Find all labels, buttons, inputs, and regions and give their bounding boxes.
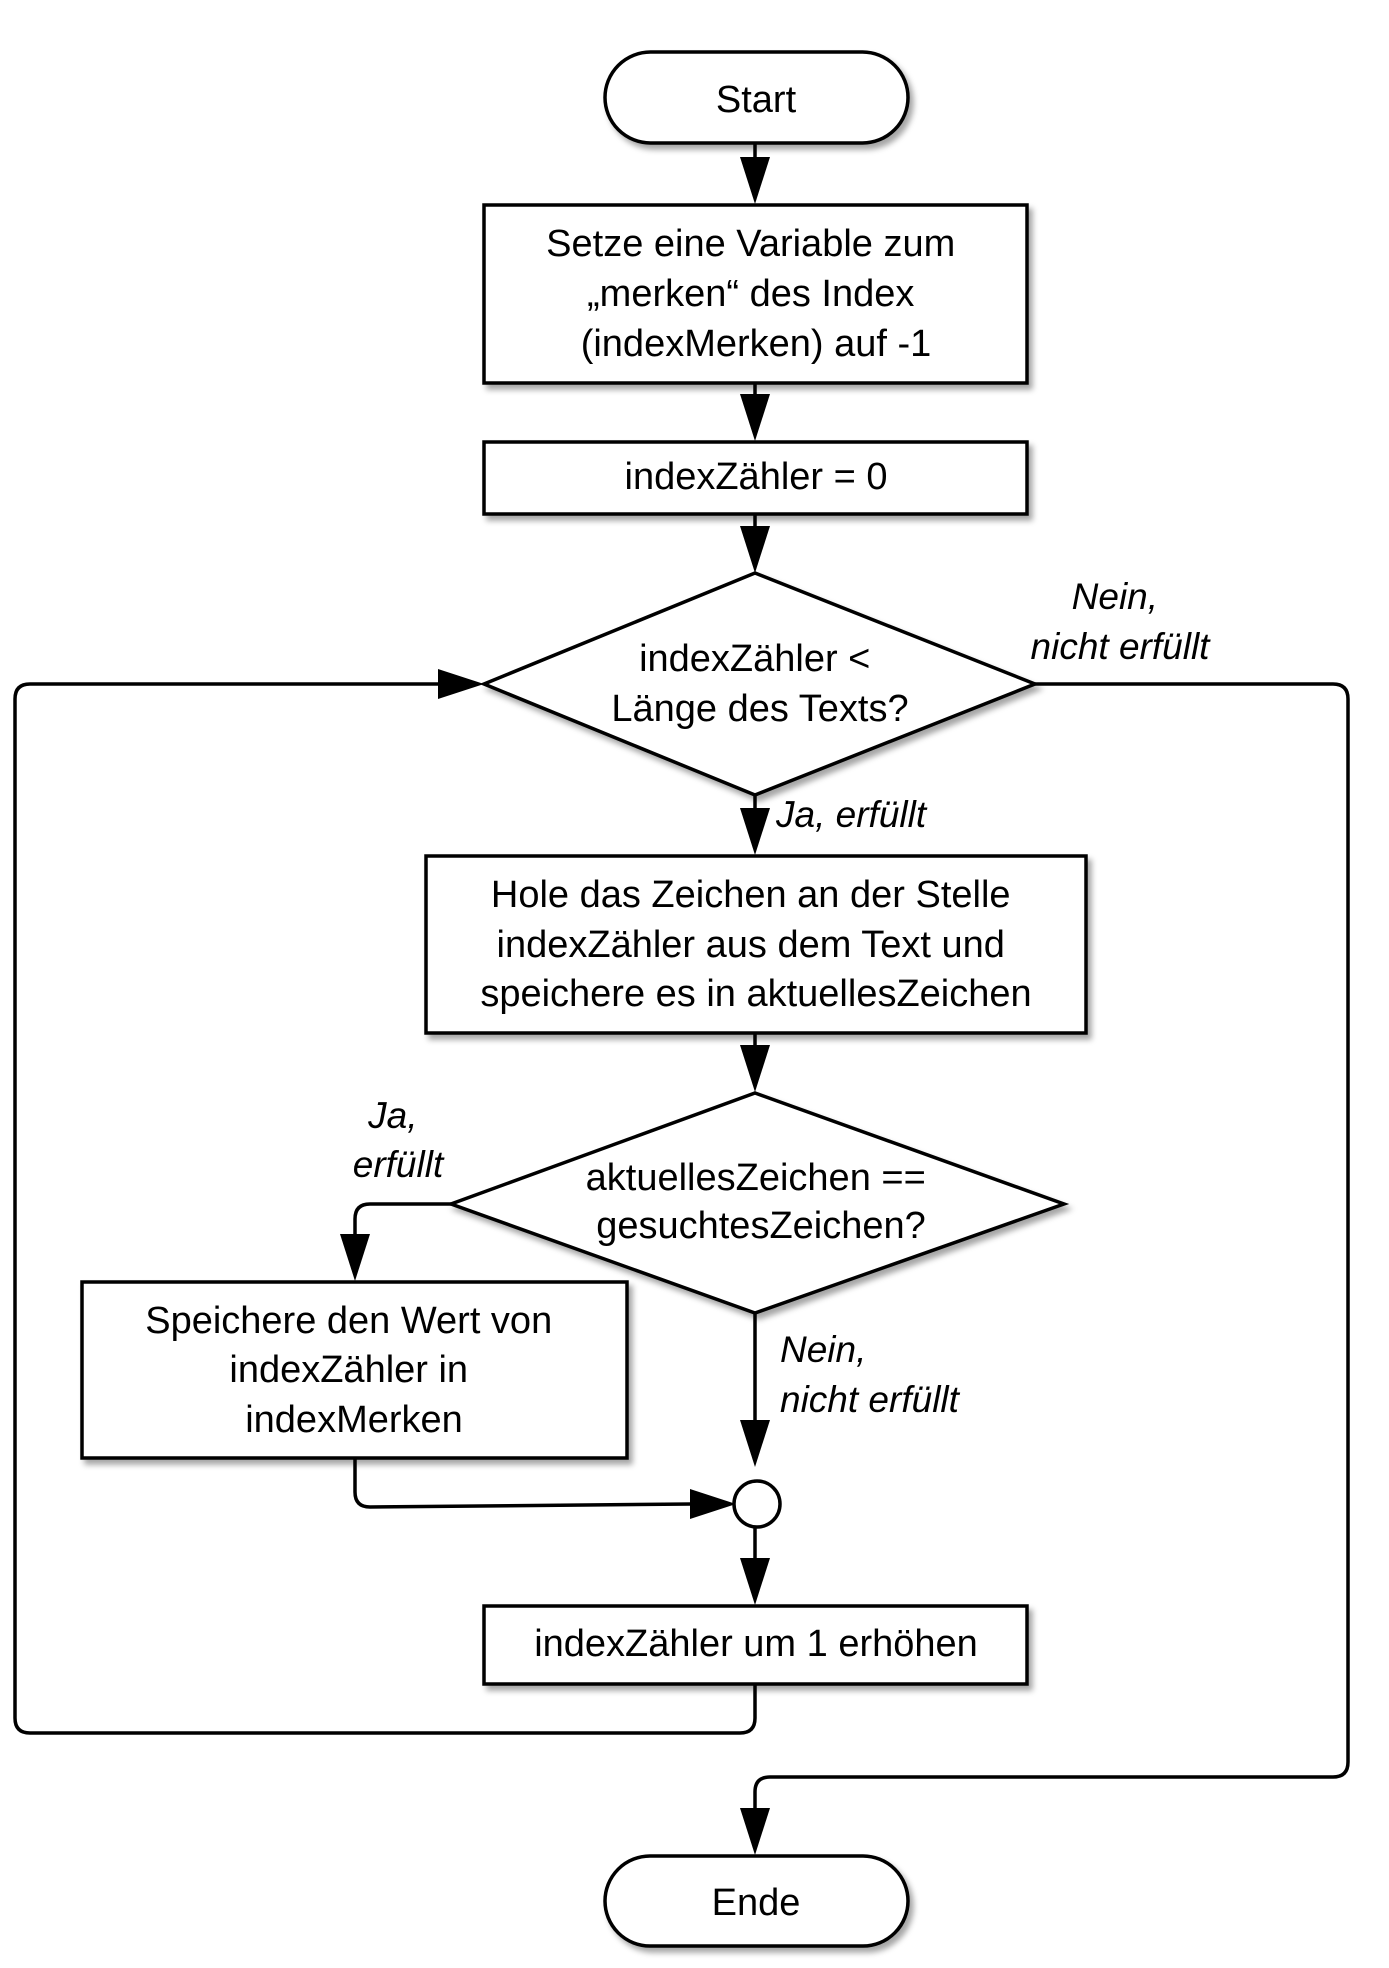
loop-yes-label: Ja, erfüllt: [775, 794, 928, 835]
get-char-label: Hole das Zeichen an der Stelle indexZähl…: [480, 874, 1031, 1015]
arrowhead-merge-top: [740, 1420, 770, 1467]
arrowheads: [340, 157, 770, 1855]
increment-label: indexZähler um 1 erhöhen: [534, 1623, 978, 1665]
init-counter-box: indexZähler = 0: [482, 440, 1029, 516]
save-index-label: Speichere den Wert von indexZähler in in…: [145, 1300, 563, 1441]
compare-no-line-1: Nein,: [780, 1329, 866, 1370]
loop-condition-diamond: indexZähler < Länge des Texts?: [479, 571, 1040, 797]
arrowhead-loop-back: [438, 669, 484, 699]
arrowhead-compare: [740, 1045, 770, 1092]
connector-save-to-merge: [353, 1458, 693, 1509]
init-variable-line-1: Setze eine Variable zum: [546, 223, 955, 265]
arrowhead-counter: [740, 394, 770, 441]
arrowhead-condition: [740, 526, 770, 573]
compare-no-label: Nein, nicht erfüllt: [780, 1329, 961, 1420]
init-variable-line-2: „merken“ des Index: [587, 273, 914, 315]
compare-condition-line-1: aktuellesZeichen ==: [586, 1157, 926, 1199]
arrowhead-save: [340, 1234, 370, 1281]
get-char-box: Hole das Zeichen an der Stelle indexZähl…: [424, 854, 1088, 1035]
get-char-line-1: Hole das Zeichen an der Stelle: [491, 874, 1011, 916]
compare-yes-line-2: erfüllt: [353, 1144, 445, 1185]
end-label: Ende: [712, 1882, 801, 1924]
loop-condition-line-2: Länge des Texts?: [611, 688, 908, 730]
arrowhead-end: [740, 1808, 770, 1855]
init-variable-box: Setze eine Variable zum „merken“ des Ind…: [482, 203, 1029, 385]
arrowhead-increment: [740, 1558, 770, 1605]
loop-condition-line-1: indexZähler <: [639, 638, 870, 680]
save-index-line-3: indexMerken: [245, 1399, 463, 1441]
connectors: [13, 143, 1350, 1820]
compare-yes-label: Ja, erfüllt: [353, 1095, 445, 1185]
compare-no-line-2: nicht erfüllt: [780, 1379, 961, 1420]
loop-no-line-2: nicht erfüllt: [1031, 626, 1212, 667]
compare-condition-label: aktuellesZeichen == gesuchtesZeichen?: [586, 1157, 937, 1247]
save-index-box: Speichere den Wert von indexZähler in in…: [80, 1280, 629, 1460]
init-variable-line-3: (indexMerken) auf -1: [581, 323, 932, 365]
get-char-line-2: indexZähler aus dem Text und: [497, 924, 1005, 966]
compare-condition-diamond: aktuellesZeichen == gesuchtesZeichen?: [445, 1091, 1070, 1315]
start-node: Start: [603, 50, 910, 145]
loop-condition-label: indexZähler < Länge des Texts?: [611, 638, 908, 730]
connector-loop-exit: [753, 682, 1350, 1820]
save-index-line-1: Speichere den Wert von: [145, 1300, 552, 1342]
arrowhead-init: [740, 157, 770, 204]
init-variable-label: Setze eine Variable zum „merken“ des Ind…: [546, 223, 966, 365]
connector-loop-back: [13, 682, 757, 1735]
increment-box: indexZähler um 1 erhöhen: [482, 1604, 1029, 1686]
arrowhead-getchar: [740, 808, 770, 855]
arrowhead-merge-left: [690, 1489, 736, 1519]
start-label: Start: [716, 79, 797, 121]
init-counter-label: indexZähler = 0: [625, 456, 888, 498]
compare-yes-line-1: Ja,: [367, 1095, 417, 1136]
get-char-line-3: speichere es in aktuellesZeichen: [480, 973, 1031, 1015]
loop-no-label: Nein, nicht erfüllt: [1031, 576, 1212, 667]
merge-node: [732, 1479, 782, 1529]
connector-compare-yes: [353, 1202, 451, 1240]
loop-no-line-1: Nein,: [1072, 576, 1158, 617]
compare-condition-line-2: gesuchtesZeichen?: [596, 1205, 926, 1247]
end-node: Ende: [603, 1854, 910, 1948]
save-index-line-2: indexZähler in: [229, 1349, 468, 1391]
